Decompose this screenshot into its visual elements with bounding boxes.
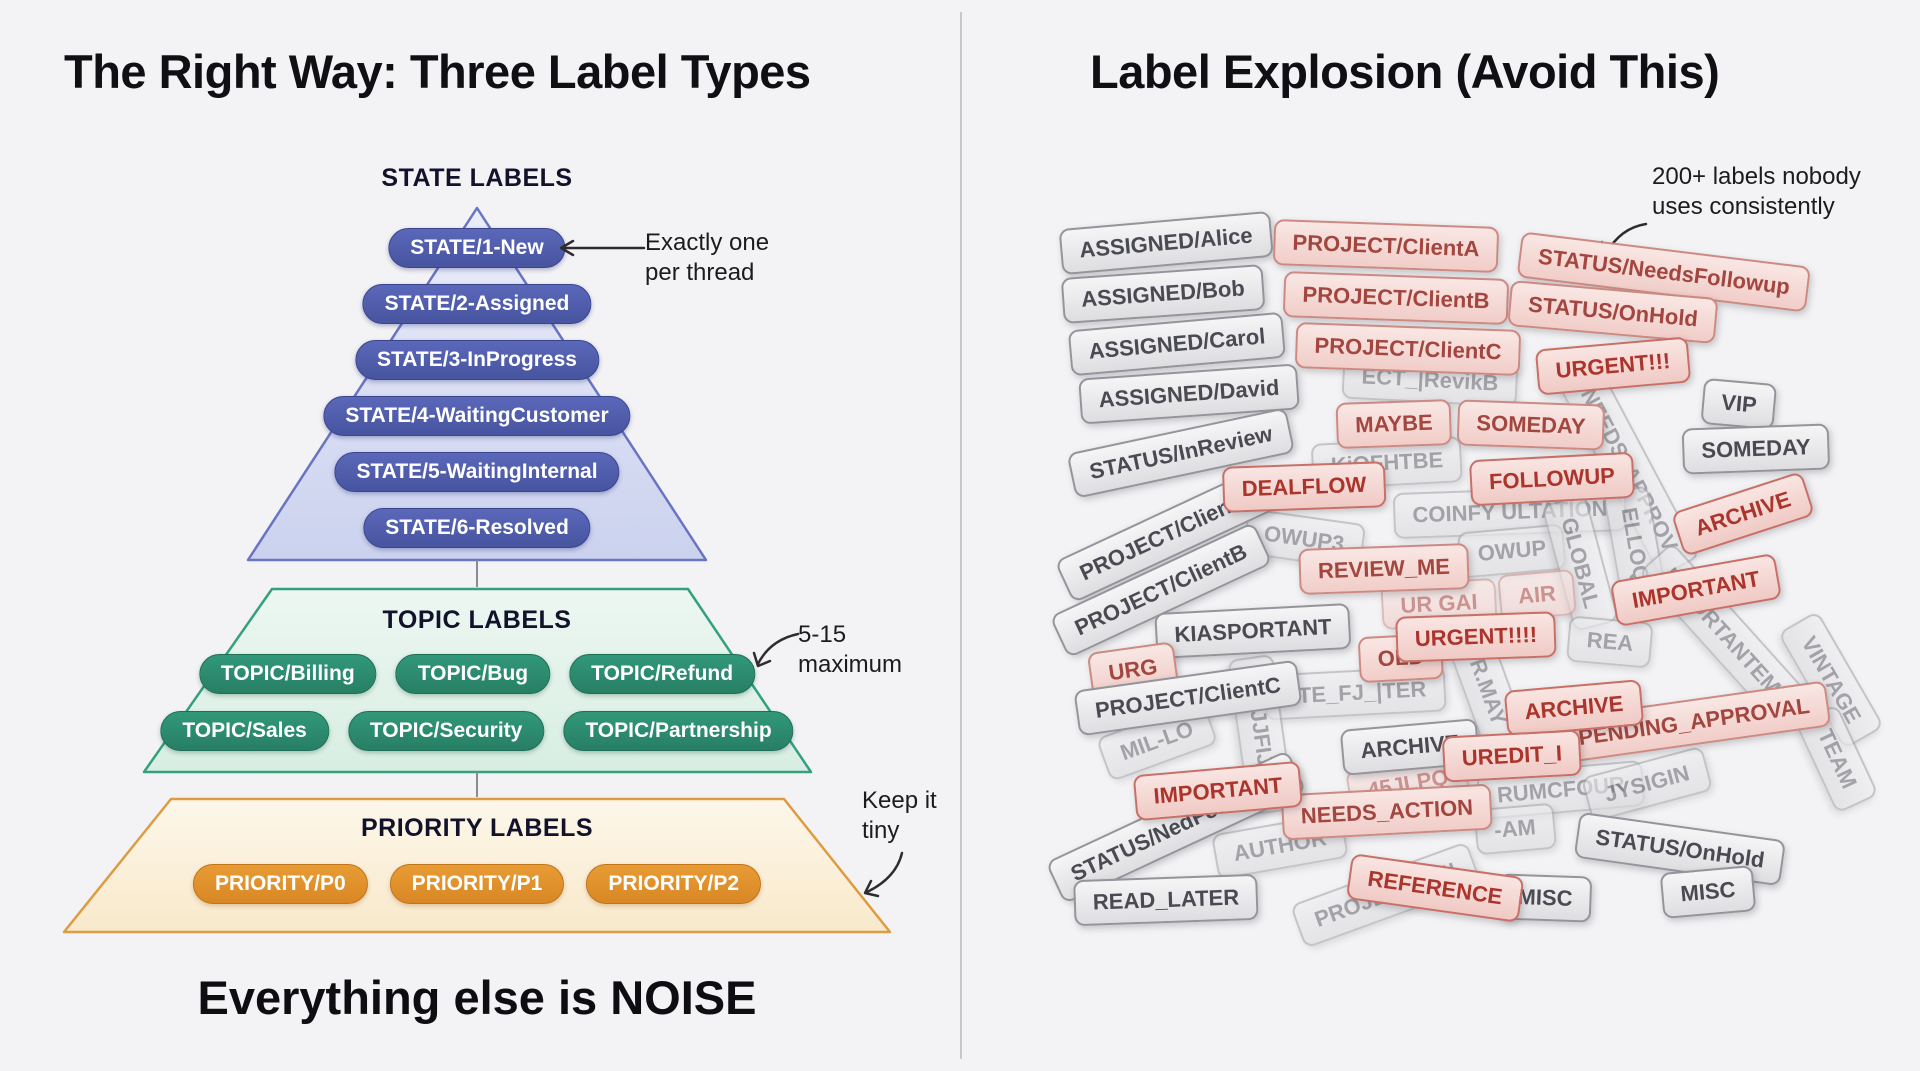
pyramid-connector-line xyxy=(476,772,478,797)
state-labels-heading: STATE LABELS xyxy=(381,164,573,192)
chaos-label-pill: KIASPORTANT xyxy=(1154,602,1352,660)
state-annotation-line1: Exactly one xyxy=(645,229,770,256)
topic-annotation-line1: 5-15 xyxy=(798,621,847,648)
right-panel-title: Label Explosion (Avoid This) xyxy=(1090,45,1720,98)
state-label-pill: STATE/3-InProgress xyxy=(355,340,599,380)
chaos-label-pill: URGENT!!! xyxy=(1534,336,1692,396)
chaos-label-pill: REVIEW_ME xyxy=(1298,543,1470,595)
priority-annotation-line1: Keep it xyxy=(862,787,937,814)
panel-divider xyxy=(960,12,962,1059)
chaos-label-pill: DEALFLOW xyxy=(1221,461,1387,513)
chaos-label-pill: SOMEDAY xyxy=(1681,423,1831,475)
curved-arrow-icon xyxy=(863,851,904,898)
explosion-note-line1: 200+ labels nobody xyxy=(1652,163,1861,190)
state-label-pill: STATE/4-WaitingCustomer xyxy=(323,396,631,436)
left-panel-title: The Right Way: Three Label Types xyxy=(64,45,811,98)
priority-labels-heading: PRIORITY LABELS xyxy=(360,814,594,842)
chaos-label-pill: FOLLOWUP xyxy=(1468,451,1636,507)
chaos-label-pill: URGENT!!!! xyxy=(1395,611,1557,663)
priority-pill-row: PRIORITY/P0 PRIORITY/P1 PRIORITY/P2 xyxy=(192,864,762,904)
state-label-pill: STATE/2-Assigned xyxy=(362,284,592,324)
priority-annotation: Keep it tiny xyxy=(862,786,937,846)
chaos-label-pill: ARCHIVE xyxy=(1670,470,1816,558)
curved-arrow-icon xyxy=(752,632,800,668)
topic-annotation: 5-15 maximum xyxy=(798,620,902,680)
topic-label-pill: TOPIC/Partnership xyxy=(563,711,794,751)
topic-pill-row: TOPIC/Billing TOPIC/Bug TOPIC/Refund xyxy=(198,654,756,694)
priority-label-pill: PRIORITY/P0 xyxy=(192,864,368,904)
chaos-label-pill: READ_LATER xyxy=(1073,873,1259,927)
chaos-label-pill: UREDIT_I xyxy=(1441,729,1583,783)
chaos-label-pill: SOMEDAY xyxy=(1456,399,1606,451)
topic-label-pill: TOPIC/Bug xyxy=(395,654,551,694)
topic-label-pill: TOPIC/Refund xyxy=(569,654,756,694)
pyramid-connector-line xyxy=(476,560,478,587)
left-panel-footer: Everything else is NOISE xyxy=(197,971,757,1024)
chaos-label-pill: IMPORTANT xyxy=(1132,760,1304,822)
topic-labels-heading: TOPIC LABELS xyxy=(382,606,572,634)
state-annotation: Exactly one per thread xyxy=(645,228,769,288)
priority-annotation-line2: tiny xyxy=(862,817,900,844)
chaos-label-pill: NEEDS_ACTION xyxy=(1280,783,1494,841)
topic-pill-row: TOPIC/Sales TOPIC/Security TOPIC/Partnersh… xyxy=(160,711,794,751)
state-label-pill: STATE/5-WaitingInternal xyxy=(334,452,620,492)
chaos-label-pill: PROJECT/ClientA xyxy=(1272,219,1500,273)
chaos-label-pill: REA xyxy=(1565,615,1655,669)
chaos-label-pill: MAYBE xyxy=(1335,398,1453,450)
chaos-label-pill: VIP xyxy=(1700,377,1778,431)
state-label-pill: STATE/6-Resolved xyxy=(363,508,591,548)
topic-label-pill: TOPIC/Billing xyxy=(198,654,377,694)
chaos-label-pill: PROJECT/ClientB xyxy=(1282,271,1510,325)
topic-label-pill: TOPIC/Sales xyxy=(160,711,329,751)
topic-label-pill: TOPIC/Security xyxy=(347,711,545,751)
explosion-note: 200+ labels nobody uses consistently xyxy=(1652,162,1861,222)
explosion-note-line2: uses consistently xyxy=(1652,193,1835,220)
chaos-label-pill: PROJECT/ClientC xyxy=(1294,322,1522,376)
left-arrow-icon xyxy=(559,239,646,257)
state-annotation-line2: per thread xyxy=(645,259,755,286)
chaos-label-pill: MISC xyxy=(1659,865,1757,919)
priority-label-pill: PRIORITY/P1 xyxy=(389,864,565,904)
priority-label-pill: PRIORITY/P2 xyxy=(586,864,762,904)
topic-annotation-line2: maximum xyxy=(798,651,903,678)
